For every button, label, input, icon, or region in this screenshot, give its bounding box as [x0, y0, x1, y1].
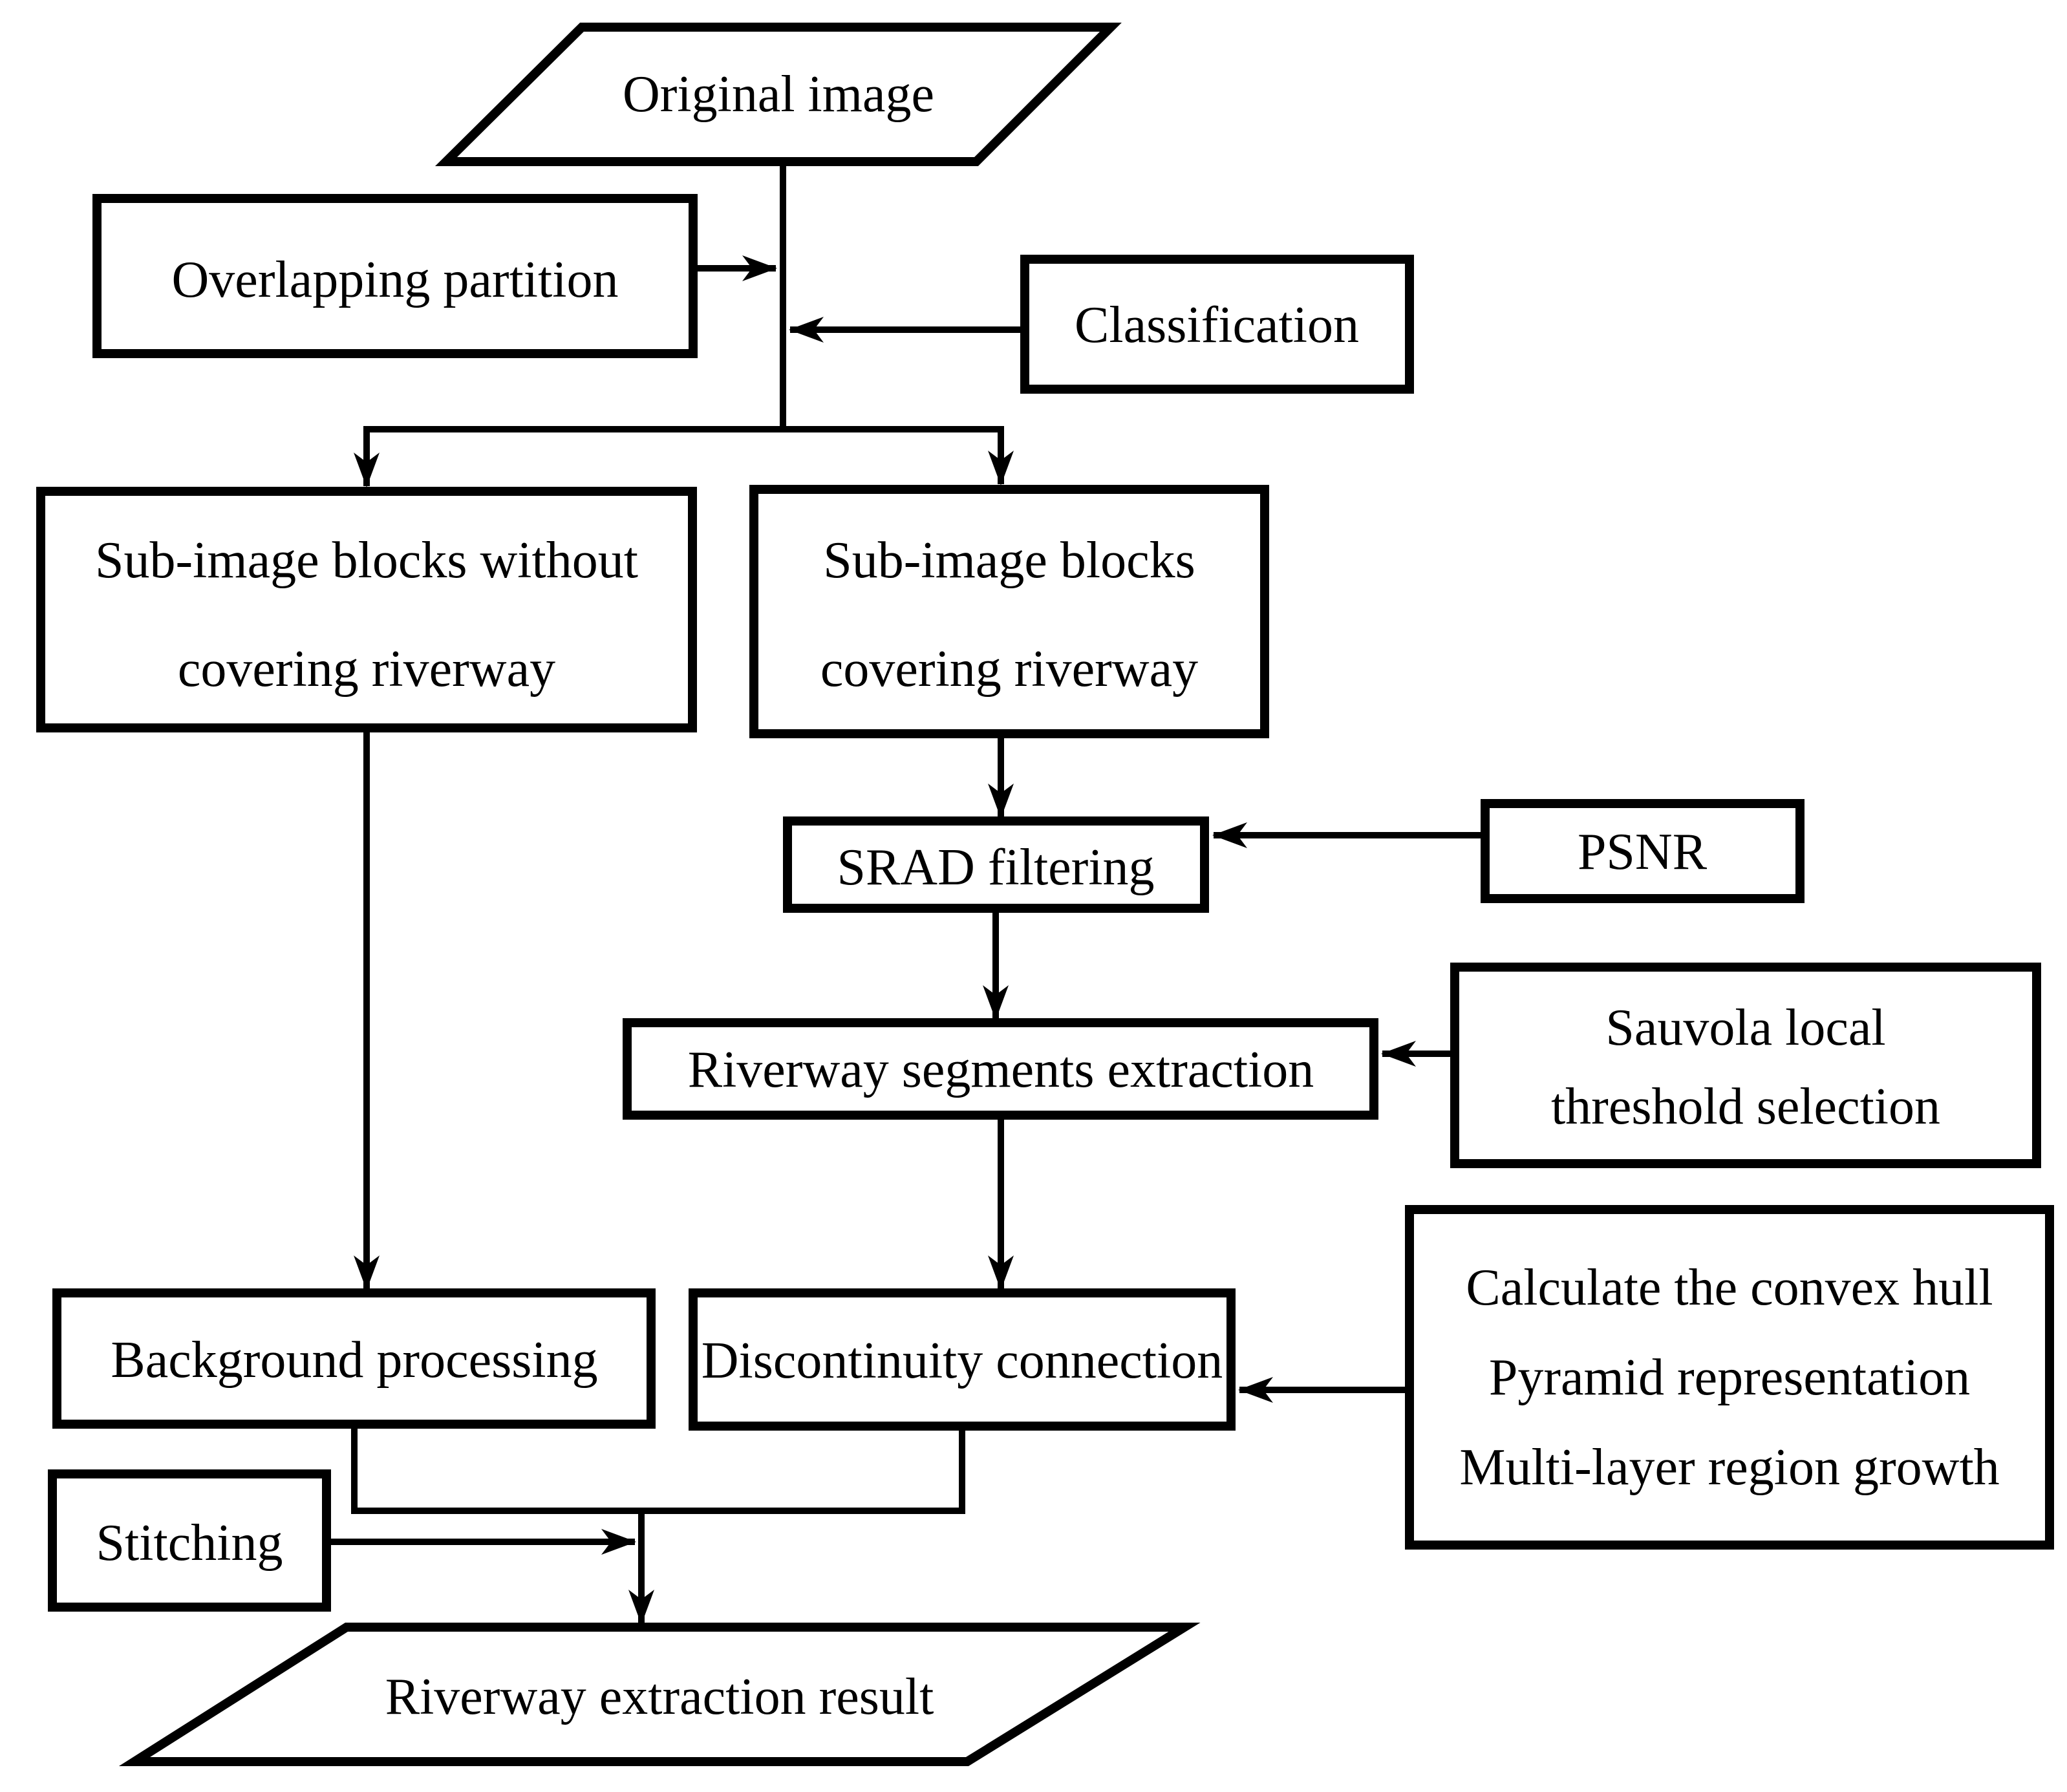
label-sub-image-covering-line1: Sub-image blocks: [823, 532, 1195, 589]
node-labels: Original image Overlapping partition Cla…: [95, 66, 2000, 1725]
label-sauvola-line1: Sauvola local: [1605, 999, 1885, 1056]
label-sauvola-line2: threshold selection: [1551, 1078, 1940, 1135]
node-shapes: [36, 23, 2054, 1766]
label-classification: Classification: [1075, 297, 1359, 354]
label-convex-hull-line1: Calculate the convex hull: [1466, 1259, 1993, 1316]
node-stitching: [48, 1469, 331, 1612]
label-original-image: Original image: [623, 66, 934, 123]
label-sub-image-without-line1: Sub-image blocks without: [95, 532, 638, 589]
node-original-image: [434, 23, 1122, 166]
label-sub-image-without-line2: covering riverway: [178, 641, 555, 698]
node-sauvola: [1450, 963, 2041, 1168]
label-overlapping-partition: Overlapping partition: [172, 251, 619, 308]
label-stitching: Stitching: [96, 1515, 283, 1572]
label-background-processing: Background processing: [111, 1332, 597, 1389]
node-convex-hull: [1405, 1205, 2054, 1550]
label-riverway-segments-extraction: Riverway segments extraction: [688, 1041, 1314, 1098]
node-sub-image-without: [36, 487, 697, 732]
node-sub-image-covering: [749, 485, 1269, 738]
node-riverway-segments-extraction: [623, 1018, 1378, 1120]
label-convex-hull-line3: Multi-layer region growth: [1459, 1439, 1999, 1496]
node-psnr: [1481, 799, 1805, 903]
node-overlapping-partition: [92, 194, 698, 358]
node-background-processing: [52, 1288, 656, 1429]
label-sub-image-covering-line2: covering riverway: [820, 641, 1198, 698]
node-classification: [1020, 255, 1414, 394]
label-psnr: PSNR: [1578, 824, 1708, 880]
label-riverway-extraction-result: Riverway extraction result: [385, 1669, 934, 1725]
node-discontinuity-connection: [689, 1288, 1236, 1431]
label-convex-hull-line2: Pyramid representation: [1489, 1349, 1970, 1406]
node-srad-filtering: [783, 816, 1209, 913]
node-riverway-extraction-result: [118, 1623, 1201, 1766]
connectors: [327, 160, 1485, 1625]
label-discontinuity-connection: Discontinuity connection: [701, 1332, 1223, 1389]
label-srad-filtering: SRAD filtering: [837, 839, 1154, 896]
